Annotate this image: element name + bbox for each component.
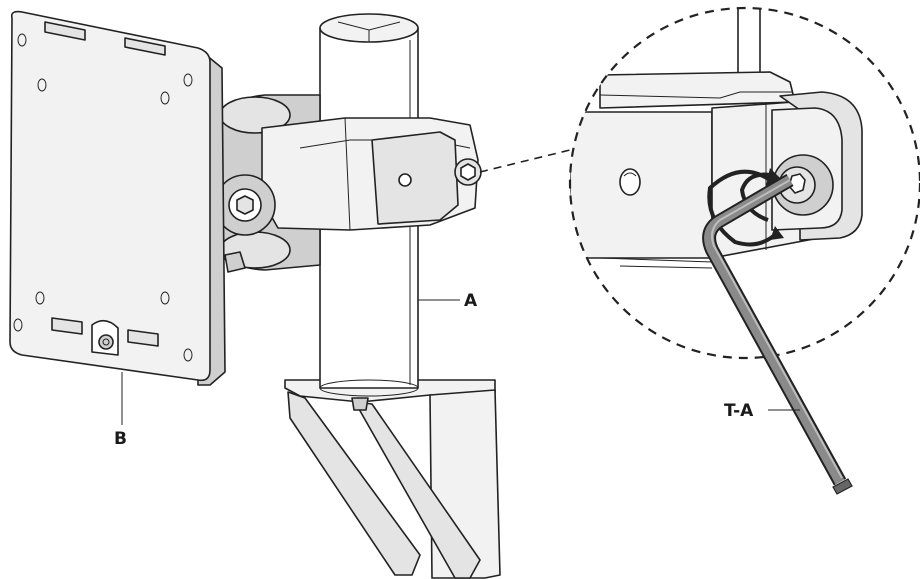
- callout-label-ta: T-A: [724, 401, 754, 421]
- plate-locking-screw: [98, 334, 114, 350]
- callout-label-a: A: [464, 291, 478, 311]
- desk-clamp-bracket: [284, 379, 501, 579]
- detail-connector-line: [479, 149, 571, 173]
- pivot-hex-socket: [236, 195, 254, 215]
- arm-hinge-assembly: [214, 94, 482, 273]
- vesa-mount-plate: [9, 10, 226, 386]
- callout-label-b: B: [114, 429, 127, 449]
- rotation-arrow-icon: [707, 168, 784, 247]
- hex-key-tool: [702, 173, 853, 495]
- vesa-holes: [13, 33, 193, 362]
